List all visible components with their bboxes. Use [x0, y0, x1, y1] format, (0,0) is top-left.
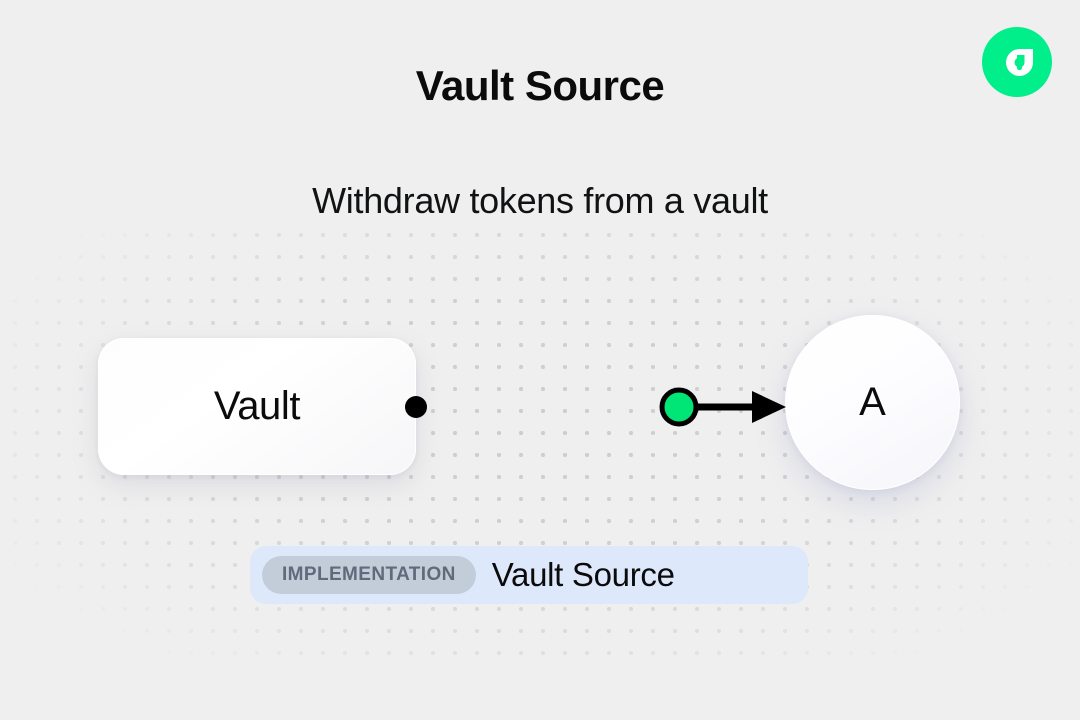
node-a[interactable]: A — [785, 315, 960, 490]
flow-logo-icon — [982, 27, 1052, 97]
node-vault[interactable]: Vault — [98, 338, 416, 475]
arrow-head-icon — [752, 391, 786, 423]
edge-midpoint-dot[interactable] — [659, 387, 699, 427]
page-subtitle: Withdraw tokens from a vault — [312, 180, 768, 221]
page-title: Vault Source — [415, 62, 665, 109]
node-a-label: A — [859, 380, 886, 424]
implementation-name: Vault Source — [491, 556, 675, 593]
node-vault-label: Vault — [213, 384, 301, 428]
implementation-bar: IMPLEMENTATION Vault Source — [250, 546, 808, 604]
status-badge: IMPLEMENTATION — [262, 556, 476, 594]
